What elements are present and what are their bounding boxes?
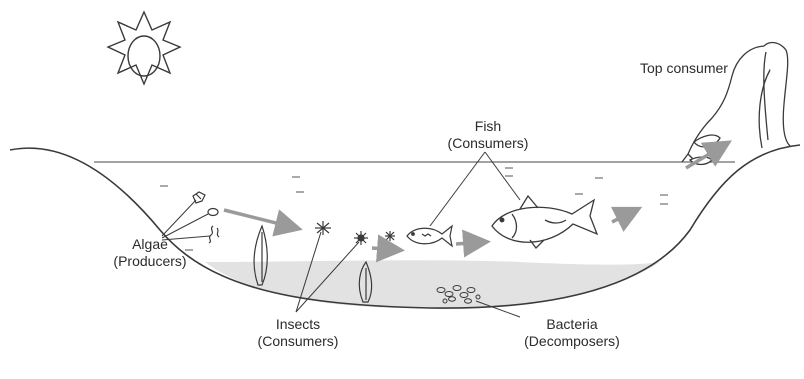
fish-icon — [492, 196, 597, 248]
bacteria-label-name: Bacteria — [516, 316, 628, 333]
algae-label: Algae (Producers) — [104, 236, 196, 270]
pond-sediment — [205, 260, 660, 308]
algae-label-name: Algae — [104, 236, 196, 253]
insects-label-name: Insects — [250, 316, 346, 333]
insect-icon — [315, 221, 395, 245]
energy-flow-arrows — [224, 144, 726, 250]
bacteria-label: Bacteria (Decomposers) — [516, 316, 628, 350]
bacteria-label-role: (Decomposers) — [516, 333, 628, 350]
algae-label-role: (Producers) — [104, 253, 196, 270]
sun-icon — [108, 12, 180, 84]
fish-label-role: (Consumers) — [430, 135, 546, 152]
fish-label-name: Fish — [430, 118, 546, 135]
insects-label-role: (Consumers) — [250, 333, 346, 350]
fish-icon — [407, 226, 452, 246]
algae-pointer-lines — [162, 200, 210, 240]
insects-label: Insects (Consumers) — [250, 316, 346, 350]
algae-icon — [193, 192, 219, 243]
fish-label: Fish (Consumers) — [430, 118, 546, 152]
top-consumer-label: Top consumer — [640, 60, 728, 77]
